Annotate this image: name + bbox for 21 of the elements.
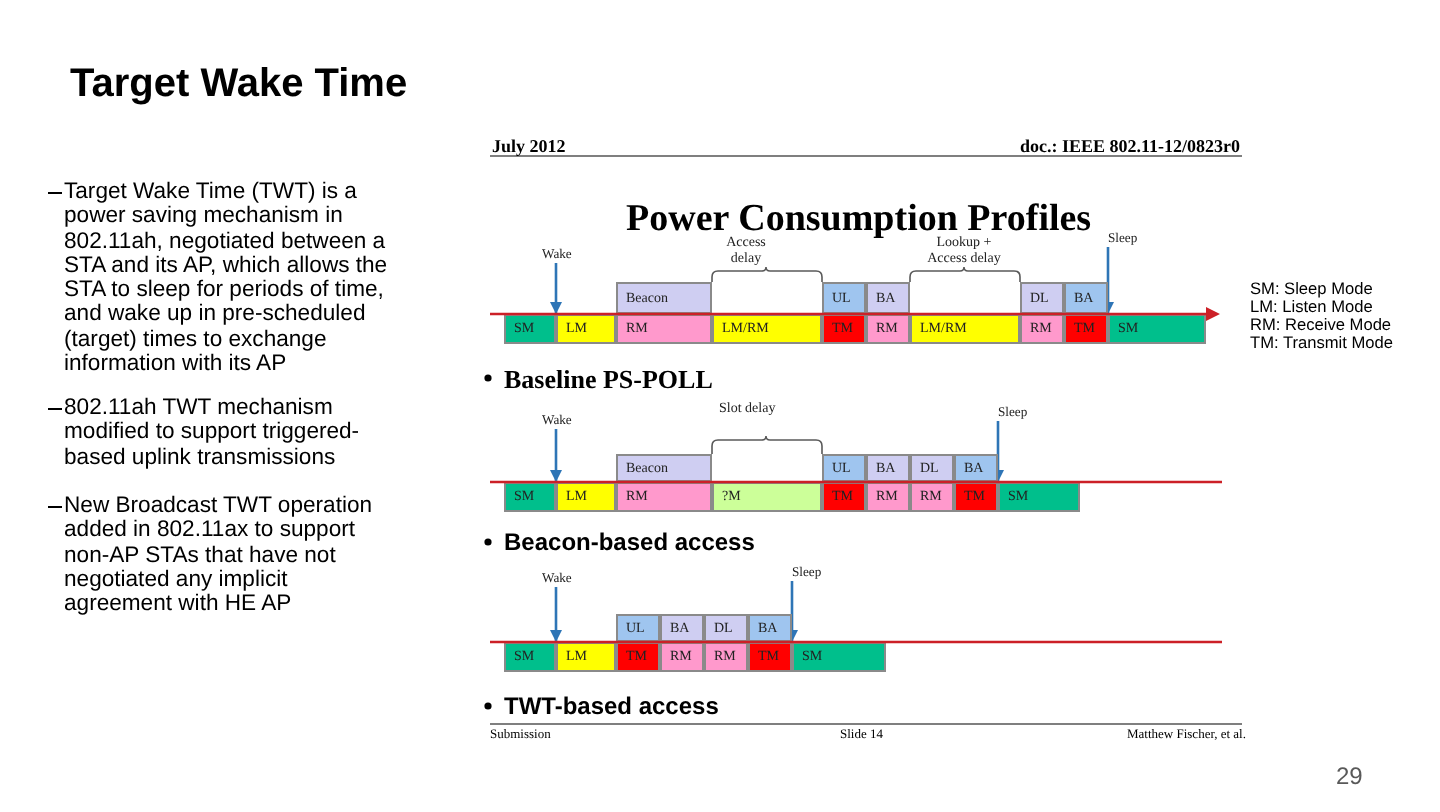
document-number: doc.: IEEE 802.11-12/0823r0 [1019,135,1240,157]
pointer-arrow [550,587,562,642]
section-heading: Beacon-based access [504,527,755,557]
header-date: July 2012 [492,135,566,157]
figure-title: Power Consumption Profiles [626,204,1092,234]
section-heading: Baseline PS-POLL [504,363,713,393]
pointer-arrow [992,421,1004,482]
pointer-arrow [550,429,562,482]
bullet-text: 802.11ah TWT mechanism modified to support triggered-based uplink transmissions [64,396,362,470]
mode-key-text: LM: Listen Mode [1250,297,1373,317]
slide-title: Target Wake Time [70,60,408,108]
pointer-arrow [1102,247,1114,314]
pointer-arrow [786,581,798,642]
bullet-text: Target Wake Time (TWT) is a power saving mechanism in 802.11ah, negotiated between a STA and its AP, which allows the STA to sleep for periods of time, and wake up in pre-scheduled (target) times to exchange information with its AP [64,180,390,377]
page-number: 29 [1336,762,1363,790]
mode-key-text: TM: Transmit Mode [1250,334,1393,354]
section-heading: TWT-based access [504,691,719,721]
bullet-text: New Broadcast TWT operation added in 802.11ax to support non-AP STAs that have not negotiated any implicit agreement with HE AP [64,494,375,617]
pointer-arrow [550,263,562,314]
mode-key-text: RM: Receive Mode [1250,316,1392,335]
mode-key-text: SM: Sleep Mode [1250,279,1373,298]
